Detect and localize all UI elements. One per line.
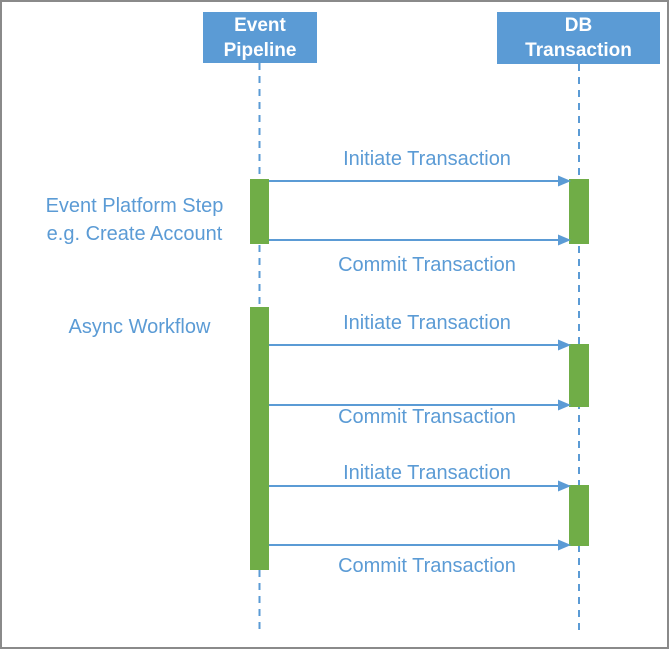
lifeline-header-event-pipeline: Event Pipeline bbox=[203, 12, 317, 63]
message-label-commit-transaction-3: Commit Transaction bbox=[338, 555, 516, 577]
message-label-initiate-transaction-1: Initiate Transaction bbox=[343, 148, 511, 170]
message-label-initiate-transaction-2: Initiate Transaction bbox=[343, 312, 511, 334]
arrow-initiate-transaction-3 bbox=[269, 480, 571, 492]
arrow-commit-transaction-3 bbox=[269, 539, 571, 551]
message-label-initiate-transaction-3: Initiate Transaction bbox=[343, 462, 511, 484]
annotation-event-platform-step: Event Platform Step e.g. Create Account bbox=[45, 195, 224, 245]
message-label-commit-transaction-2: Commit Transaction bbox=[338, 406, 516, 428]
lifeline-header-db-transaction: DB Transaction bbox=[497, 12, 660, 64]
arrow-commit-transaction-2 bbox=[269, 399, 571, 411]
arrow-initiate-transaction-1 bbox=[269, 175, 571, 187]
message-label-commit-transaction-1: Commit Transaction bbox=[338, 254, 516, 276]
activation-bar-db-transaction-2 bbox=[569, 344, 589, 407]
activation-bar-event-platform-step bbox=[250, 179, 269, 244]
activation-bar-db-transaction-3 bbox=[569, 485, 589, 546]
arrow-commit-transaction-1 bbox=[269, 234, 571, 246]
activation-bar-db-transaction-1 bbox=[569, 179, 589, 244]
arrow-initiate-transaction-2 bbox=[269, 339, 571, 351]
annotation-async-workflow: Async Workflow bbox=[68, 316, 211, 338]
activation-bar-async-workflow bbox=[250, 307, 269, 570]
